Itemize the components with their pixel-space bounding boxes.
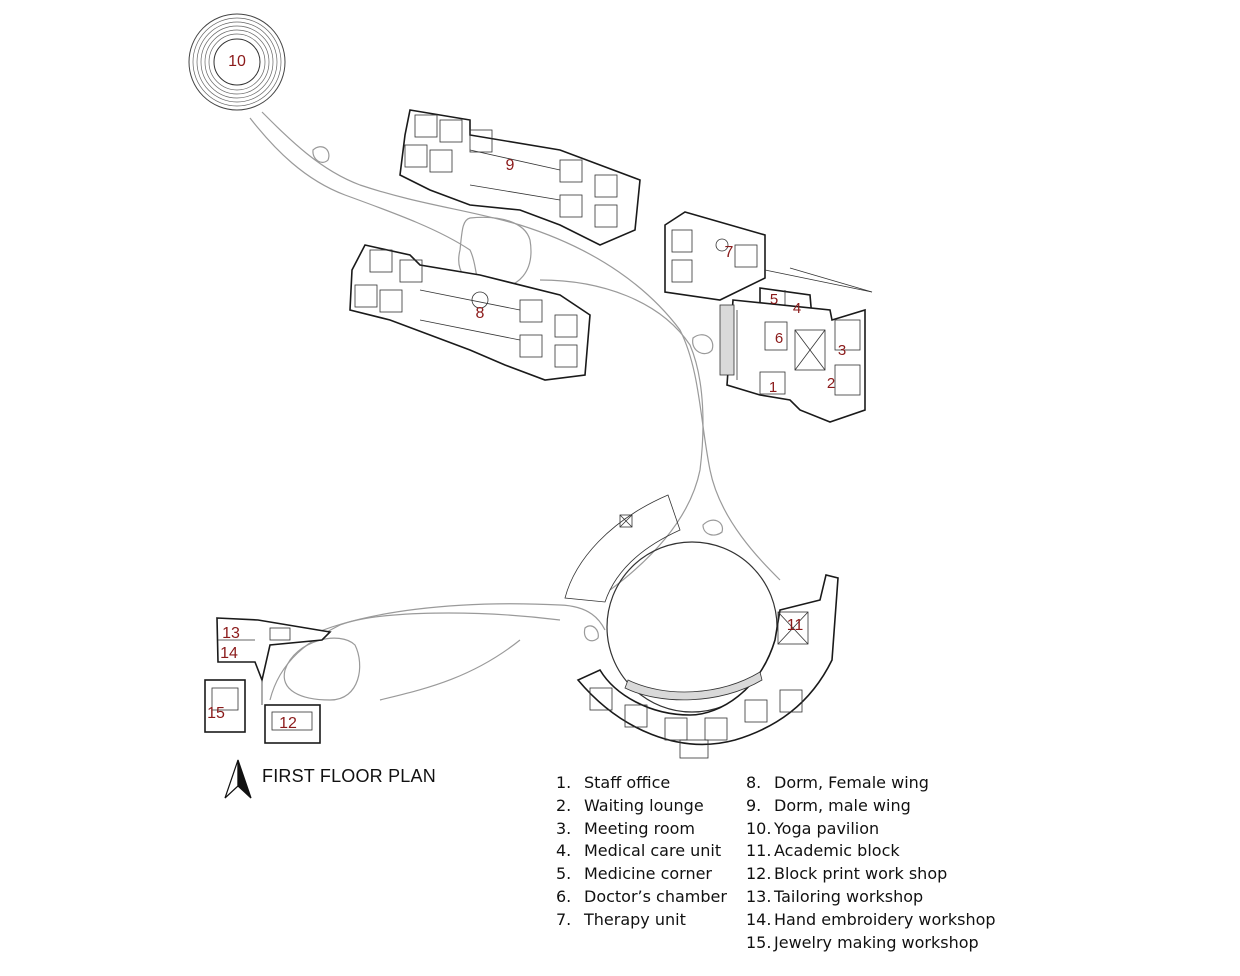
yoga-pavilion (188, 13, 286, 111)
label-b6: 6 (775, 330, 783, 347)
label-b5: 5 (770, 291, 778, 308)
legend-item-label: Medicine corner (584, 864, 713, 884)
label-b2: 2 (827, 375, 835, 392)
legend-item-number: 8. (746, 773, 762, 792)
legend-item-number: 13. (746, 886, 772, 906)
legend-item: 2. Waiting lounge (556, 795, 727, 818)
dorm-male-wing (399, 109, 641, 246)
legend-item-number: 6. (556, 886, 572, 906)
legend-item-number: 1. (556, 773, 572, 792)
legend-item: 13.Tailoring workshop (746, 886, 996, 909)
legend-item: 14.Hand embroidery workshop (746, 909, 996, 932)
legend-item-number: 11. (746, 841, 772, 861)
label-b9: 9 (506, 157, 515, 174)
label-b4: 4 (793, 300, 801, 317)
legend-item-label: Jewelry making workshop (774, 932, 979, 952)
label-b10: 10 (228, 53, 246, 70)
legend-item: 3. Meeting room (556, 818, 727, 841)
label-b13: 13 (222, 625, 240, 642)
legend-item: 4. Medical care unit (556, 840, 727, 863)
label-b11: 11 (787, 617, 804, 634)
legend-item-number: 9. (746, 795, 762, 815)
legend-right-column: 8. Dorm, Female wing 9. Dorm, male wing 10… (746, 772, 996, 954)
legend-item-number: 5. (556, 864, 572, 884)
legend-item-label: Dorm, male wing (774, 795, 911, 815)
legend-item-number: 4. (556, 841, 572, 861)
legend-item-number: 2. (556, 795, 572, 815)
legend-item-label: Waiting lounge (584, 795, 704, 815)
academic-block (564, 494, 839, 759)
legend-item-number: 3. (556, 818, 572, 838)
label-b12: 12 (279, 715, 297, 732)
legend-item: 1. Staff office (556, 772, 727, 795)
label-b3: 3 (838, 342, 846, 359)
label-b14: 14 (220, 645, 238, 662)
legend-item: 7. Therapy unit (556, 909, 727, 932)
label-b8: 8 (476, 305, 485, 322)
dorm-female-wing (349, 244, 591, 381)
medical-complex (664, 211, 873, 423)
workshops-complex (204, 617, 332, 744)
legend-item: 9. Dorm, male wing (746, 795, 996, 818)
legend-item-label: Medical care unit (584, 841, 722, 861)
legend-item-label: Tailoring workshop (774, 886, 924, 906)
plan-title: FIRST FLOOR PLAN (262, 766, 436, 786)
legend-item: 12.Block print work shop (746, 863, 996, 886)
label-b1: 1 (769, 379, 777, 396)
legend-item-label: Yoga pavilion (774, 818, 880, 838)
legend-item: 11.Academic block (746, 840, 996, 863)
legend-item-label: Dorm, Female wing (774, 773, 929, 792)
label-b7: 7 (725, 244, 734, 261)
legend-item-label: Hand embroidery workshop (774, 909, 996, 929)
legend-item: 15.Jewelry making workshop (746, 932, 996, 955)
north-arrow-icon (224, 759, 252, 799)
legend-item-label: Meeting room (584, 818, 695, 838)
legend-item-number: 15. (746, 932, 772, 952)
legend-item-label: Academic block (774, 841, 900, 861)
legend-item: 6. Doctor’s chamber (556, 886, 727, 909)
building-labels: 10 9 8 7 5 4 6 3 1 2 11 13 14 15 12 (207, 53, 846, 732)
label-b15: 15 (207, 705, 225, 722)
legend-left-column: 1. Staff office 2. Waiting lounge 3. Meetin… (556, 772, 727, 932)
legend-item-label: Block print work shop (774, 864, 948, 884)
legend-item: 10.Yoga pavilion (746, 818, 996, 841)
legend-item: 8. Dorm, Female wing (746, 772, 996, 795)
legend-item-number: 10. (746, 818, 772, 838)
legend-item-number: 14. (746, 909, 772, 929)
legend-item: 5. Medicine corner (556, 863, 727, 886)
legend-item-number: 7. (556, 909, 572, 929)
legend-item-label: Therapy unit (584, 909, 686, 929)
legend-item-label: Staff office (584, 773, 671, 792)
legend-item-label: Doctor’s chamber (584, 886, 727, 906)
legend-item-number: 12. (746, 864, 772, 884)
